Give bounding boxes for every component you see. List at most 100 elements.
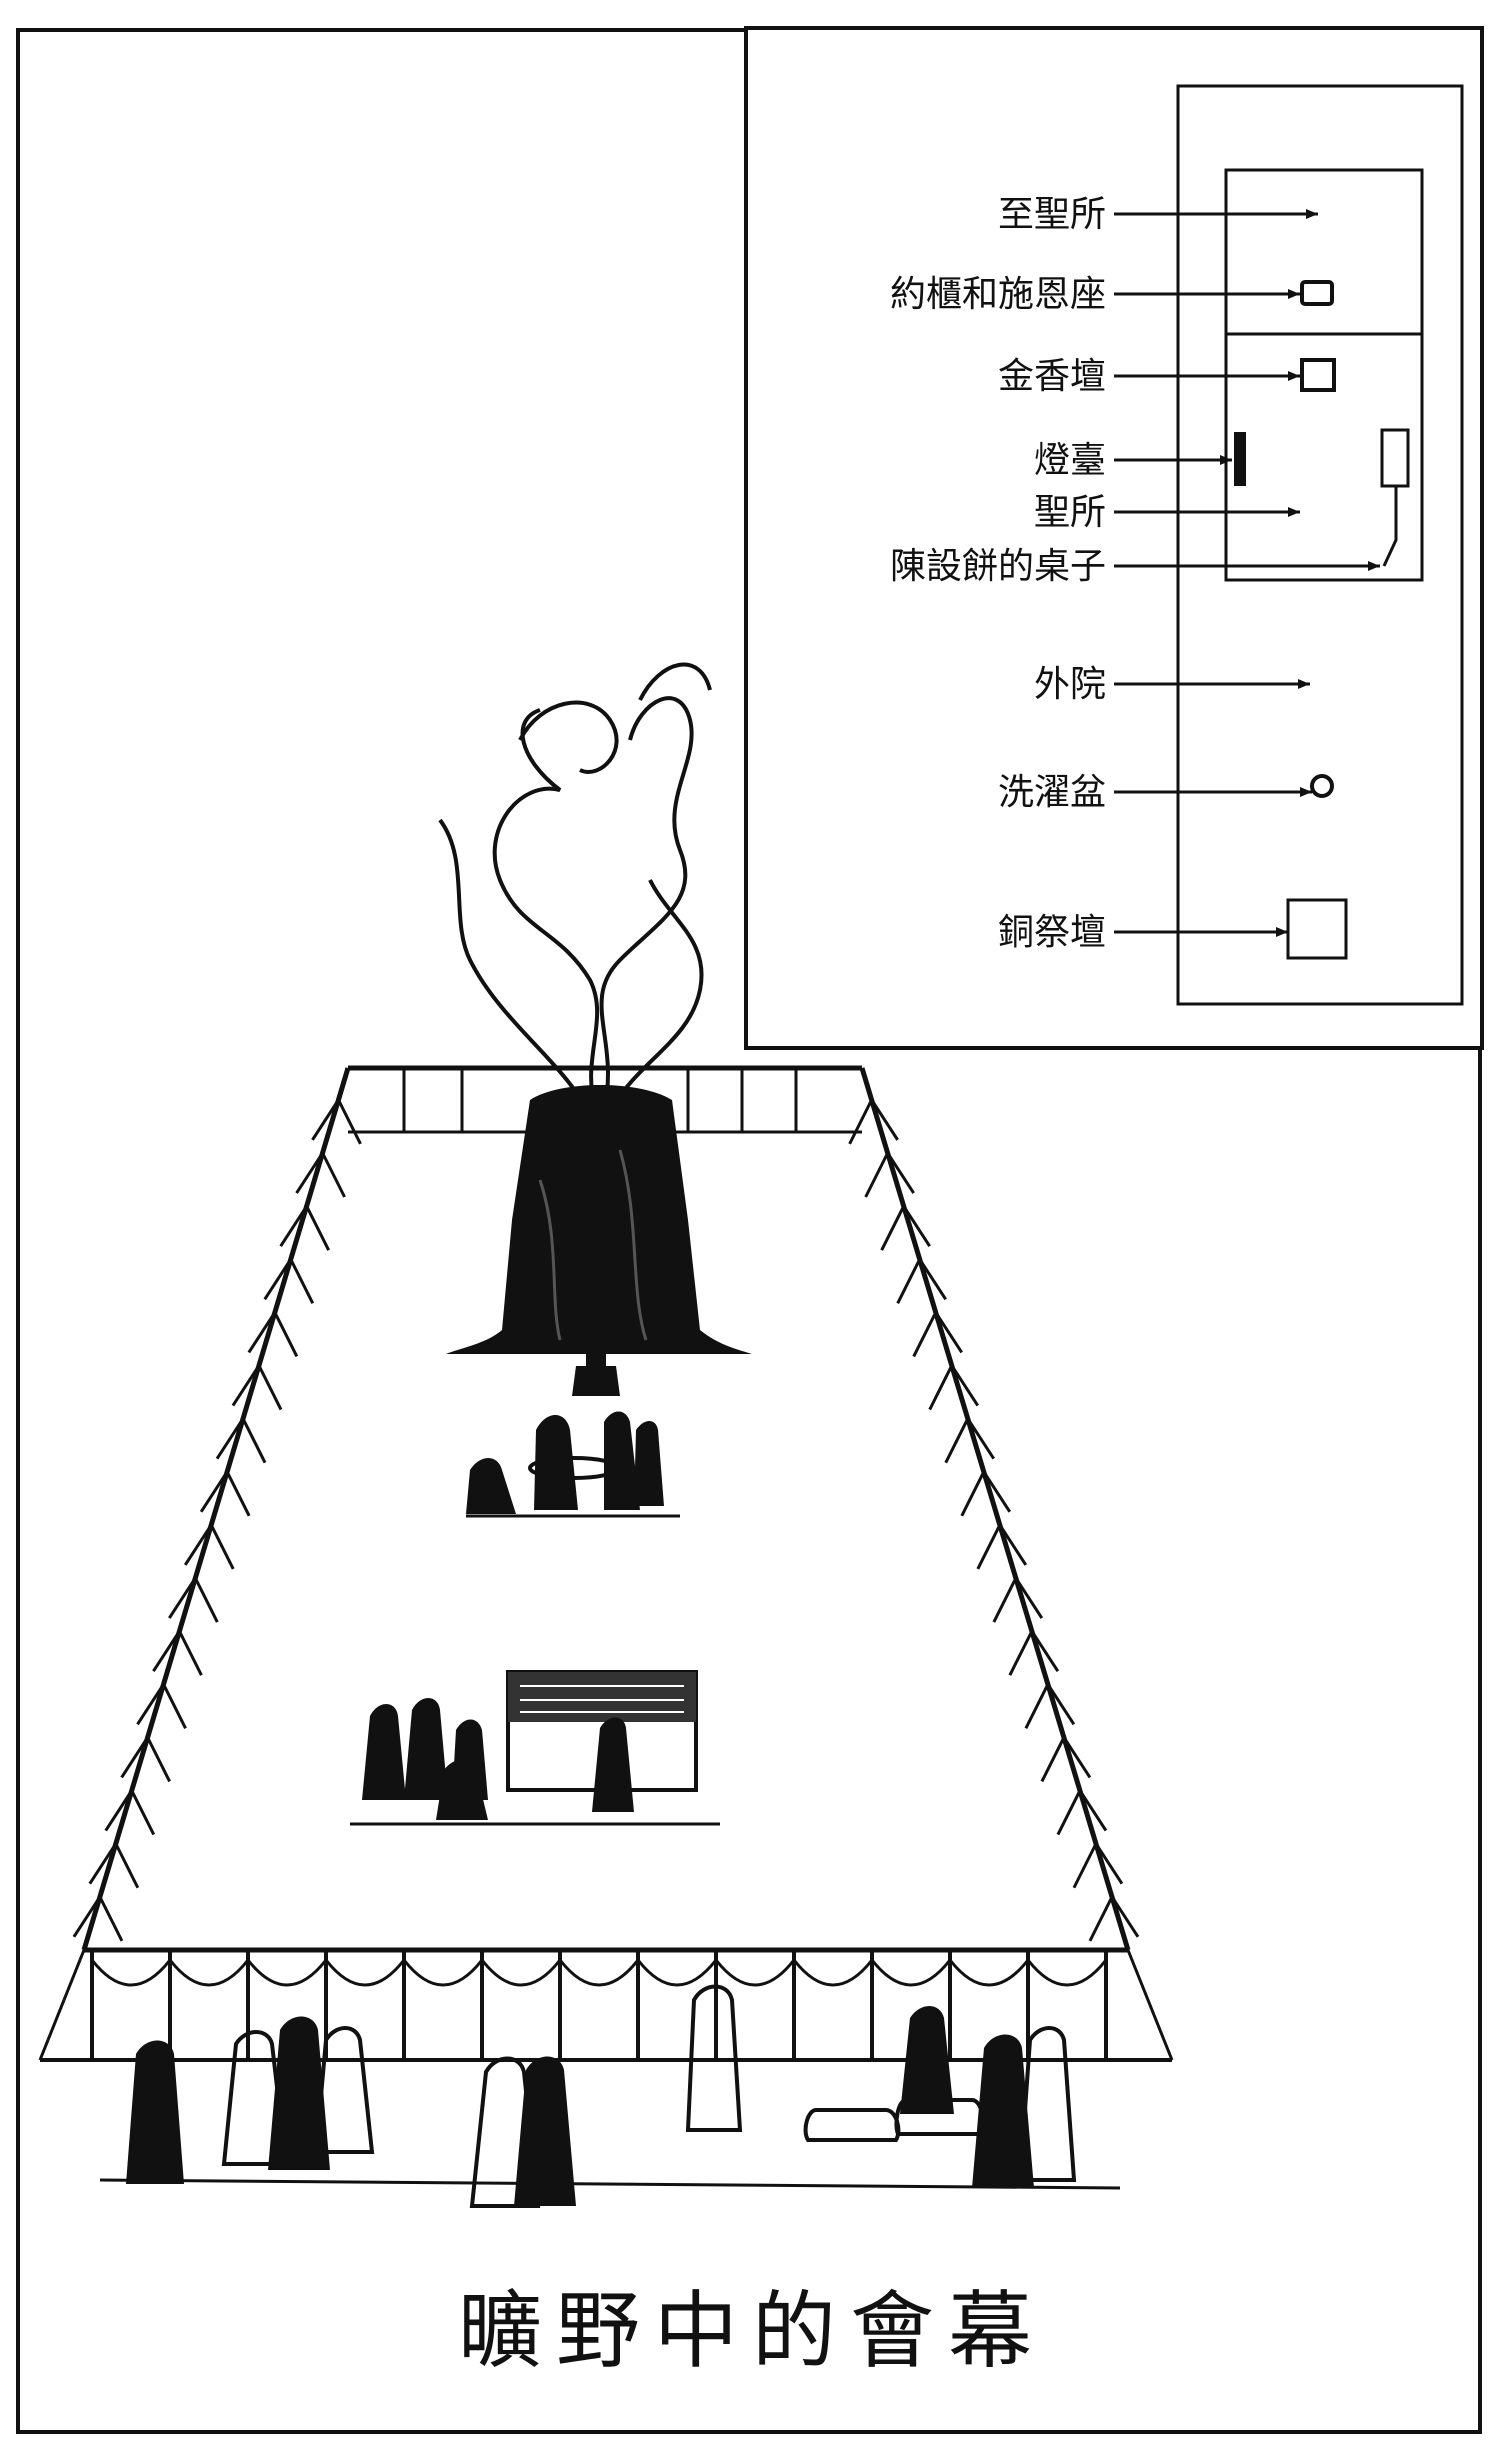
caption: 曠野中的會幕 [458,2282,1046,2380]
laver-group [466,1411,680,1518]
legend-arrowhead [1288,371,1300,381]
drape-swag [480,1959,562,1987]
tent-peg-rope [263,1258,293,1301]
tent-peg-rope [114,1843,140,1889]
legend-label: 洗濯盆 [998,772,1106,813]
tent-peg-rope [104,1789,133,1832]
legend-arrowhead [1368,561,1380,571]
tent-peg-rope [199,1470,229,1513]
tent-peg-rope [120,1736,149,1779]
legend-label: 約櫃和施恩座 [890,274,1106,315]
tent-peg-rope [1056,1789,1082,1836]
tent-peg-rope [193,1577,219,1623]
incense-altar-marker [1300,358,1336,392]
laver-marker [1310,774,1334,798]
legend-row-holy-place: 聖所 [1034,492,1300,533]
tent-peg-rope [896,1258,922,1304]
tent-peg-rope [1024,1683,1050,1730]
tent-peg-rope [178,1630,203,1676]
drape-swag [636,1959,718,1987]
tent-peg-rope [225,1471,251,1517]
legend-arrowhead [1306,209,1318,219]
tent-peg-rope [183,1524,213,1566]
tent-peg-rope [928,1364,954,1411]
tent-peg-rope [902,1205,931,1247]
tent-peg-rope [1072,1843,1098,1889]
legend-arrowhead [1288,507,1300,517]
smoke-plume [438,662,712,1111]
legend-row-bronze-altar: 銅祭壇 [998,912,1288,953]
legend-label: 陳設餅的桌子 [890,546,1106,587]
tent-peg-rope [162,1683,187,1730]
ark-marker [1300,280,1334,306]
tent-peg-rope [886,1152,915,1194]
figures [99,1342,1121,2208]
tent-peg-rope [130,1789,156,1836]
tent-peg-rope [273,1311,299,1358]
tent-peg-rope [337,1099,362,1145]
tent-peg-rope [311,1099,340,1141]
legend-row-ark: 約櫃和施恩座 [890,274,1300,315]
tent-peg-rope [98,1896,124,1942]
person-front-9 [972,2034,1034,2188]
legend-label: 銅祭壇 [998,912,1106,953]
person-front-1 [126,2040,184,2184]
legend-row-laver: 洗濯盆 [998,772,1312,813]
legend-label: 聖所 [1034,492,1106,533]
person-front-6 [514,2056,576,2206]
bronze-altar-marker [1286,898,1348,960]
legend-arrowhead [1300,787,1312,797]
tent-peg-rope [1088,1896,1114,1942]
drape-swag [558,1959,640,1987]
tent-peg-rope [72,1896,102,1938]
tent-peg-rope [992,1577,1018,1623]
tent-peg-rope [976,1524,1002,1570]
legend-arrowhead [1298,679,1310,689]
tent-peg-rope [231,1364,261,1407]
tent-structure [446,1085,752,1354]
person-front-4 [313,2026,375,2154]
tent-peg-rope [870,1099,899,1141]
legend-row-incense-altar: 金香壇 [998,356,1300,397]
person-front-8 [900,2006,954,2114]
legend-row-lampstand: 燈臺 [1034,440,1232,481]
court-plan [1176,84,1464,1006]
legend-row-showbread-table: 陳設餅的桌子 [890,546,1380,587]
bronze-altar-group [350,1670,720,1826]
tent-peg-rope [966,1417,996,1460]
legend-arrowhead [1220,455,1232,465]
legend-arrowhead [1288,289,1300,299]
tent-peg-rope [1014,1577,1044,1619]
tent-peg-rope [1008,1630,1034,1676]
drape-swag [90,1959,172,1987]
tent-peg-rope [1040,1736,1066,1783]
tent-peg-rope [912,1311,938,1358]
tent-peg-rope [1062,1736,1092,1779]
legend-arrowhead [1276,927,1288,937]
tent-peg-rope [1094,1842,1124,1885]
tent-peg-rope [998,1524,1028,1566]
tent-peg-rope [241,1418,267,1464]
tent-peg-rope [880,1205,906,1251]
tent-peg-rope [247,1311,277,1354]
tent-peg-rope [950,1364,979,1407]
person-front-10 [1017,2026,1077,2182]
person-front-3 [268,2016,330,2170]
tent-peg-rope [168,1577,197,1619]
tent-peg-rope [136,1683,165,1726]
legend-label: 外院 [1034,664,1106,705]
tent-peg-rope [209,1524,235,1570]
table-connector [1382,486,1398,567]
tent-peg-rope [864,1152,889,1198]
drape-swag [168,1959,250,1987]
drape-swag [948,1959,1030,1987]
tent-peg-rope [1078,1789,1108,1832]
legend-row-holy-of-holies: 至聖所 [998,194,1318,235]
legend-label: 至聖所 [998,194,1106,235]
tent-peg-rope [982,1470,1012,1513]
drape-swag [402,1959,484,1987]
tent-peg-rope [289,1258,315,1304]
tent-peg-rope [960,1471,986,1517]
